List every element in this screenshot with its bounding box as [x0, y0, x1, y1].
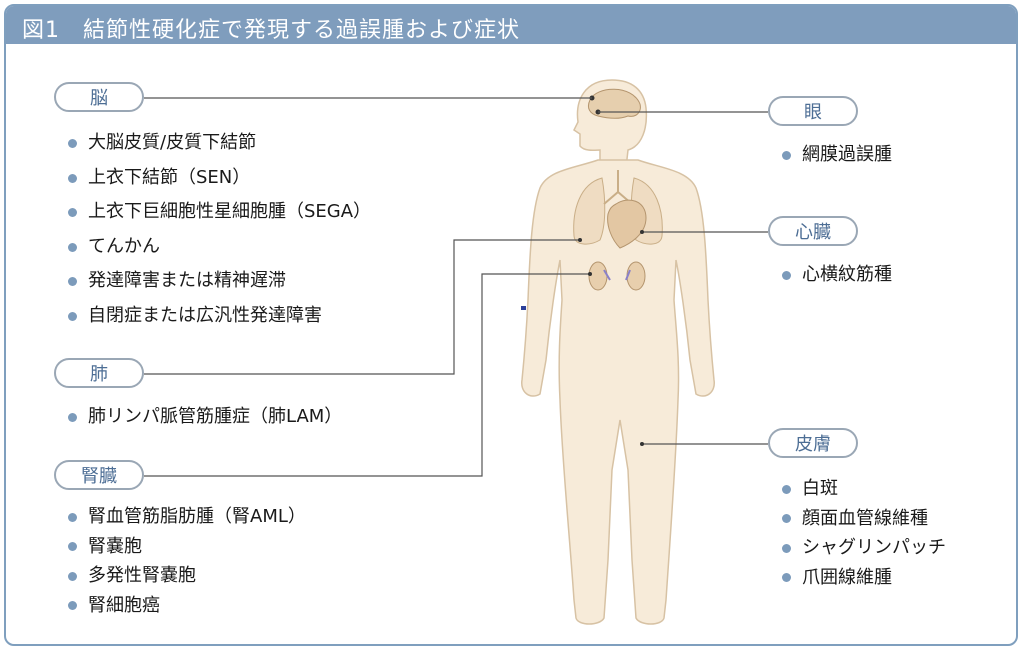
- list-item: 大脳皮質/皮質下結節: [66, 126, 371, 161]
- skin-label: 皮膚: [768, 428, 858, 458]
- brain-label: 脳: [54, 82, 144, 112]
- stray-mark: [521, 306, 526, 310]
- kidney-label: 腎臓: [54, 460, 144, 490]
- list-item: 網膜過誤腫: [780, 140, 892, 170]
- list-item: 多発性腎嚢胞: [66, 561, 306, 591]
- list-item: 肺リンパ脈管筋腫症（肺LAM）: [66, 402, 342, 432]
- list-item: 自閉症または広汎性発達障害: [66, 299, 371, 334]
- figure-title: 図1 結節性硬化症で発現する過誤腫および症状: [22, 18, 520, 43]
- kidney-symptom-list: 腎血管筋脂肪腫（腎AML） 腎嚢胞 多発性腎嚢胞 腎細胞癌: [66, 502, 306, 620]
- eye-symptom-list: 網膜過誤腫: [780, 140, 892, 170]
- list-item: 心横紋筋種: [780, 260, 892, 290]
- eye-label: 眼: [768, 96, 858, 126]
- human-body: [521, 79, 715, 625]
- skin-symptom-list: 白斑 顔面血管線維種 シャグリンパッチ 爪囲線維腫: [780, 474, 946, 592]
- ureter-marks: [603, 269, 631, 281]
- list-item: 上衣下巨細胞性星細胞腫（SEGA）: [66, 195, 371, 230]
- leader-dots: [578, 230, 644, 446]
- brain-symptom-list: 大脳皮質/皮質下結節 上衣下結節（SEN） 上衣下巨細胞性星細胞腫（SEGA） …: [66, 126, 371, 333]
- list-item: 腎細胞癌: [66, 591, 306, 621]
- list-item: 上衣下結節（SEN）: [66, 161, 371, 196]
- title-bar: 図1 結節性硬化症で発現する過誤腫および症状: [6, 6, 1016, 44]
- list-item: シャグリンパッチ: [780, 533, 946, 563]
- list-item: てんかん: [66, 230, 371, 265]
- list-item: 白斑: [780, 474, 946, 504]
- list-item: 顔面血管線維種: [780, 504, 946, 534]
- heart-graphic: [607, 199, 647, 249]
- heart-symptom-list: 心横紋筋種: [780, 260, 892, 290]
- list-item: 爪囲線維腫: [780, 563, 946, 593]
- leader-lines: [144, 97, 768, 477]
- lung-label: 肺: [54, 358, 144, 388]
- heart-label: 心臓: [768, 216, 858, 246]
- list-item: 発達障害または精神遅滞: [66, 264, 371, 299]
- kidneys-graphic: [588, 261, 646, 291]
- lung-symptom-list: 肺リンパ脈管筋腫症（肺LAM）: [66, 402, 342, 432]
- list-item: 腎嚢胞: [66, 532, 306, 562]
- list-item: 腎血管筋脂肪腫（腎AML）: [66, 502, 306, 532]
